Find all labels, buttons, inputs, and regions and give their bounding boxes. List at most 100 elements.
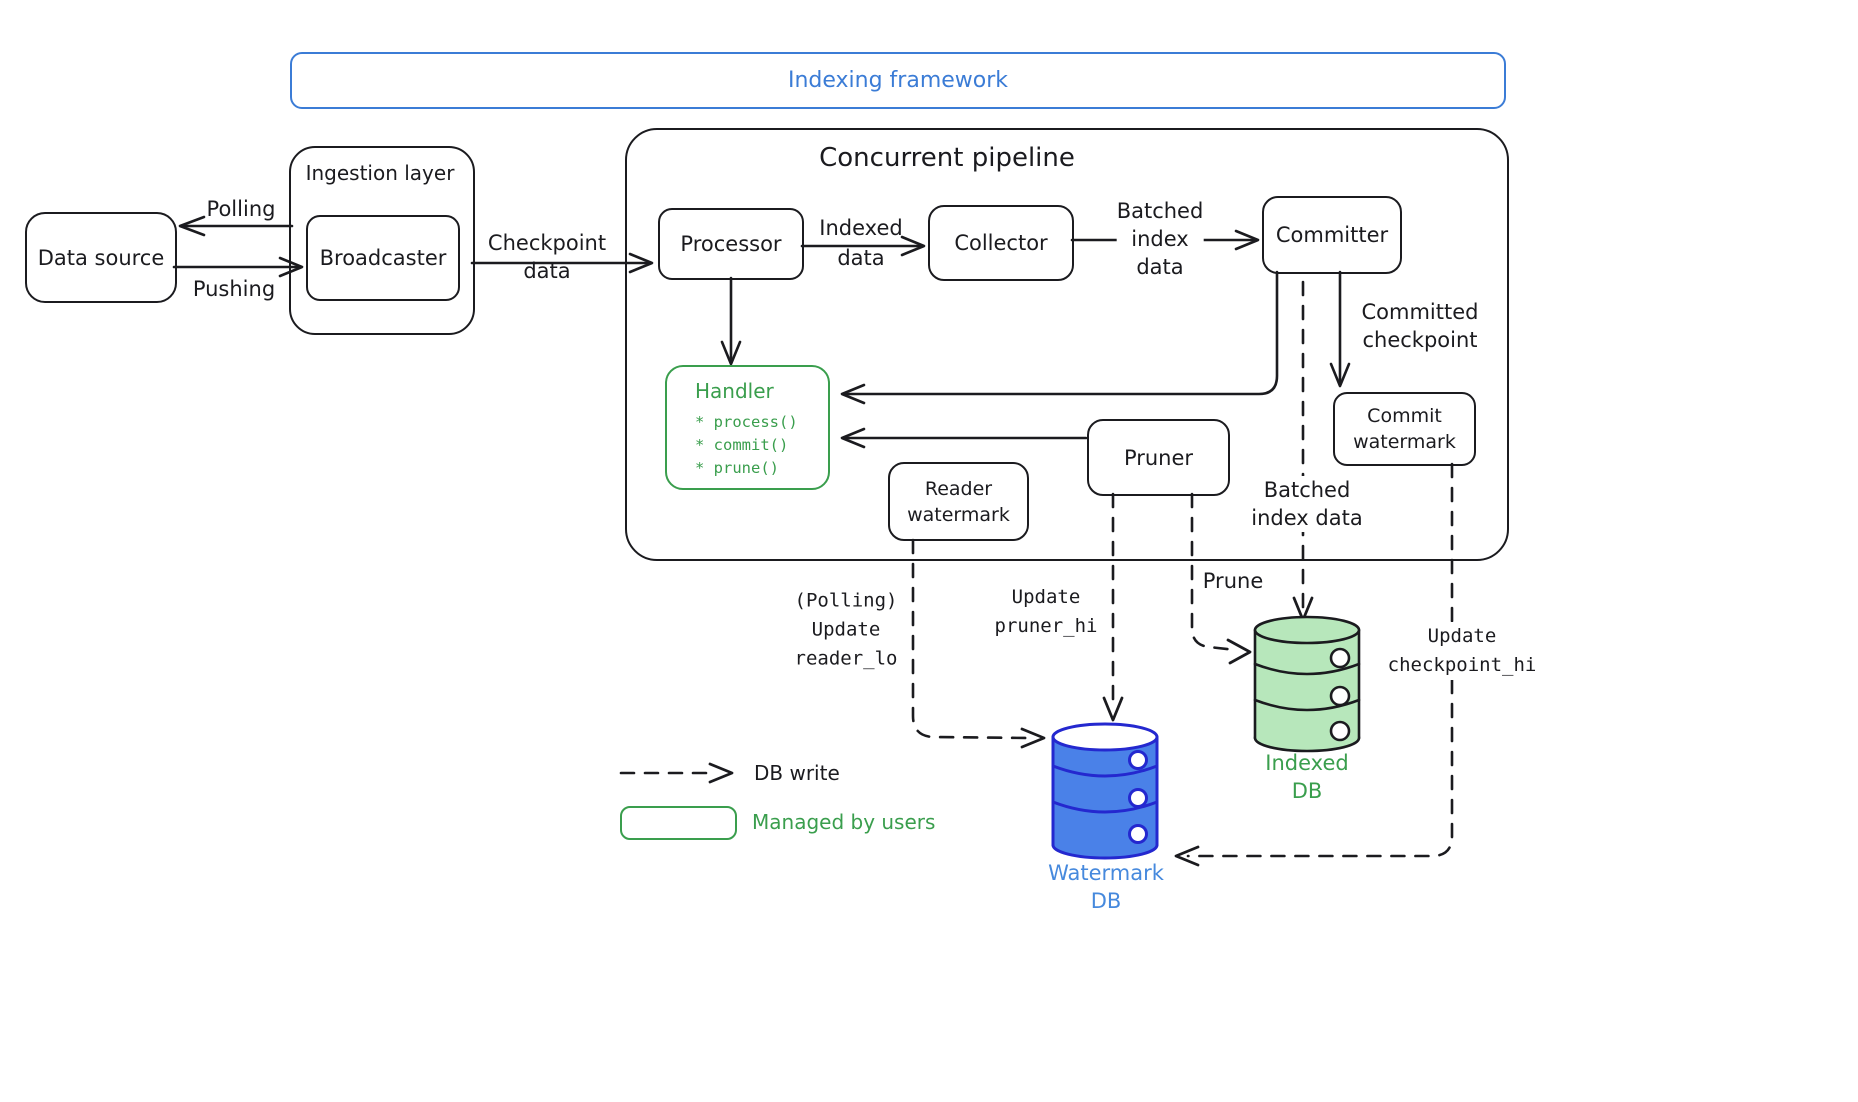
committer-label: Committer [1275,223,1389,247]
arrow-head [1174,845,1200,867]
commit-watermark-to-watermark-db-dashed [1186,462,1454,858]
label-line: DB [1291,779,1323,803]
arrow-head [628,252,654,274]
arrow-head [278,256,304,278]
watermark-db-label: Watermark DB [1048,859,1164,915]
concurrent-pipeline-title: Concurrent pipeline [819,143,1075,173]
broadcaster-label: Broadcaster [319,246,447,270]
label-line: Update [1383,622,1541,651]
label-line: Indexed [819,216,903,240]
cylinder-dot [1128,750,1148,770]
cylinder-separator [1051,764,1159,778]
label-line: DB [1090,889,1122,913]
arrow-head [840,427,866,449]
collector-label: Collector [954,231,1048,255]
batched-index-data-label-2: Batched index data [1247,476,1367,532]
collector-node: Collector [928,205,1074,281]
polling-arrow [178,215,294,237]
polling-update-reader-lo-label: (Polling) Update reader_lo [795,587,898,674]
arrow-head [708,762,734,784]
arrow-head [720,340,742,366]
cylinder-separator [1051,800,1159,814]
broadcaster-node: Broadcaster [306,215,460,301]
commit-watermark-node: Commit watermark [1333,392,1476,466]
processor-to-handler-arrow [720,276,742,366]
data-source-label: Data source [37,245,165,270]
ingestion-layer-label: Ingestion layer [305,161,455,185]
cylinder-separator [1253,662,1361,676]
label-line: Batched [1116,199,1204,223]
label-line: reader_lo [794,647,898,670]
indexed-data-label: Indexed data [819,213,902,273]
pushing-label: Pushing [192,277,276,301]
indexed-db-icon [1253,615,1361,753]
label-line: Update [1011,586,1081,608]
label-line: (Polling) [794,589,898,612]
label-line: Batched [1247,476,1367,504]
update-pruner-hi-label: Update pruner_hi [995,583,1098,641]
committed-checkpoint-label: Committed checkpoint [1362,298,1479,354]
arrow-head [1020,727,1046,749]
arrow-head [1102,696,1124,722]
checkpoint-data-label: Checkpoint data [488,229,606,285]
indexing-framework-title: Indexing framework [787,68,1009,93]
label-line: Commit [1367,405,1442,427]
cylinder-dot [1329,685,1351,707]
polling-label: Polling [206,197,276,221]
label-line: Indexed [1265,751,1349,775]
label-line: pruner_hi [994,615,1098,637]
committer-to-handler-arrow [840,270,1279,405]
handler-method: * process() [695,413,798,431]
legend-db-write-label: DB write [754,761,840,785]
label-line: data [837,246,885,270]
label-line: index data [1247,504,1367,532]
committer-node: Committer [1262,196,1402,274]
pruner-to-indexed-db-dashed [1190,492,1238,652]
arrow-head [1329,362,1351,388]
cylinder-dot [1329,720,1351,742]
handler-method: * commit() [695,436,789,454]
pruner-to-handler-arrow [840,427,1088,449]
committer-to-commit-watermark-arrow [1329,270,1351,388]
handler-node: Handler * process() * commit() * prune() [665,365,830,490]
cylinder-top [1051,722,1159,752]
cylinder-dot [1329,647,1351,669]
indexing-framework-box: Indexing framework [290,52,1506,109]
ingestion-layer-box [289,146,475,335]
label-line: data [523,259,571,283]
watermark-db-icon [1051,722,1159,860]
checkpoint-data-arrow [470,252,654,274]
label-line: Update [811,618,881,641]
data-source-node: Data source [25,212,177,303]
label-line: checkpoint [1362,328,1478,352]
cylinder-top [1253,615,1361,645]
processor-label: Processor [680,232,782,256]
label-line: index [1116,225,1204,253]
batched-index-data-label: Batched index data [1116,197,1204,281]
arrow-head [1234,229,1260,251]
indexed-db-label: Indexed DB [1265,749,1348,805]
arrow-shaft [844,270,1279,396]
prune-label: Prune [1202,569,1264,593]
cylinder-dot [1128,788,1148,808]
label-line: Committed [1361,300,1479,324]
processor-node: Processor [658,208,804,280]
label-line: watermark [1353,431,1456,453]
label-line: Watermark [1048,861,1164,885]
label-line: data [1136,255,1184,279]
cylinder-separator [1253,698,1361,712]
label-line: Reader [924,477,993,500]
pruner-node: Pruner [1087,419,1230,496]
arrow-head [900,235,926,257]
arrow-head [840,383,866,405]
pushing-arrow [172,256,304,278]
label-line: checkpoint_hi [1383,651,1541,680]
pruner-label: Pruner [1123,445,1194,470]
concurrent-pipeline-box [625,128,1509,561]
arrow-head [178,215,206,237]
arrow-head [1226,638,1252,665]
label-line: Checkpoint [487,231,607,255]
handler-title: Handler [695,379,774,403]
